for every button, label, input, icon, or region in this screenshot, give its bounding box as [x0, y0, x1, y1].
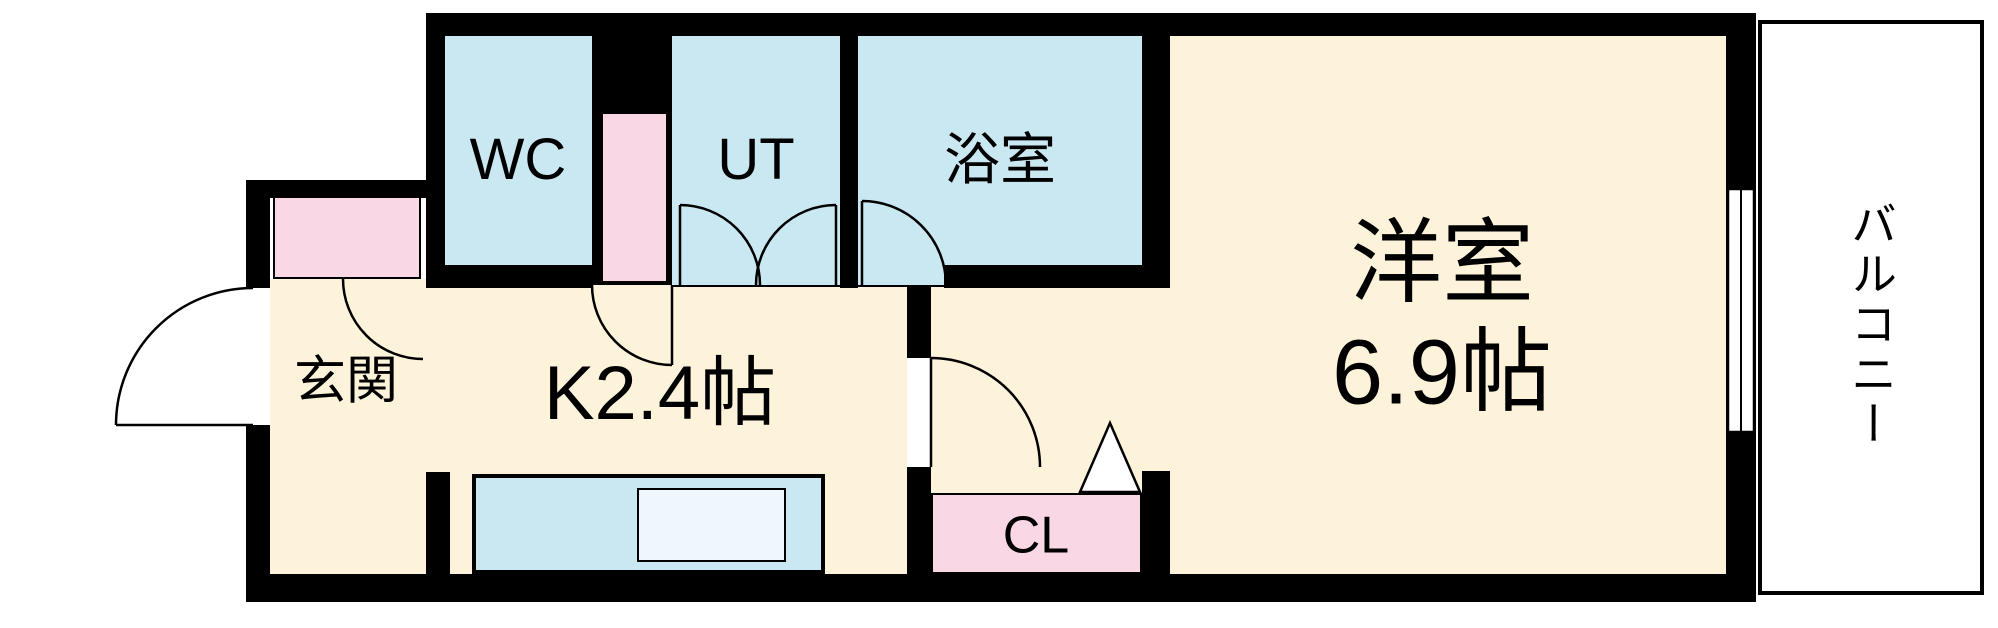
washroom-door-arc	[590, 284, 673, 367]
room-label-entrance: 玄関	[293, 352, 399, 411]
wall-entrance-left-upper	[246, 180, 270, 288]
closet-folding-door	[1078, 419, 1142, 494]
entrance-floor	[270, 279, 445, 574]
kitchen-sink	[637, 488, 786, 562]
room-label-closet: CL	[1002, 506, 1070, 565]
wall-closet-right	[1142, 471, 1170, 574]
room-label-bathroom: 浴室	[944, 128, 1056, 192]
wall-kitchen-passage-upper	[907, 285, 931, 358]
bathroom-door-strip	[858, 265, 944, 285]
wall-under-bathroom	[944, 265, 1142, 288]
room-label-western-room: 洋室 6.9帖	[1332, 209, 1552, 426]
wall-top	[426, 13, 1756, 36]
bathroom-door-arc	[861, 199, 948, 286]
wall-under-wc	[426, 265, 592, 288]
closet-floor	[931, 493, 1142, 574]
wall-kitchen-passage-lower	[907, 467, 931, 574]
wc-floor	[445, 36, 592, 265]
entrance-cabinet	[273, 195, 421, 279]
western-room-size: 6.9帖	[1332, 321, 1552, 423]
balcony-floor	[1758, 20, 1984, 595]
wall-entrance-left-lower	[246, 425, 270, 602]
western-room-floor	[1170, 36, 1726, 574]
room-label-balcony: バルコニー	[1845, 200, 1897, 450]
western-room-door-arc	[930, 356, 1042, 468]
wall-ut-bathroom	[840, 13, 858, 288]
room-label-ut: UT	[717, 127, 795, 193]
wall-bathroom-western	[1142, 13, 1170, 288]
utility-pink-strip	[601, 112, 668, 283]
entrance-door-arc	[114, 286, 254, 426]
utility-room-floor	[672, 36, 840, 285]
wall-bottom	[246, 574, 1756, 602]
room-label-wc: WC	[469, 127, 567, 193]
wall-entrance-top	[246, 180, 445, 198]
hall-door-arc	[341, 278, 424, 361]
ut-door-arc-right	[754, 203, 837, 286]
room-label-kitchen: K2.4帖	[543, 351, 777, 437]
wall-entrance-kitchen	[426, 472, 450, 574]
wall-wc-left	[426, 13, 445, 288]
western-room-name: 洋室	[1349, 212, 1534, 315]
bathroom-floor	[858, 36, 1142, 265]
ut-door-arc-left	[679, 203, 762, 286]
